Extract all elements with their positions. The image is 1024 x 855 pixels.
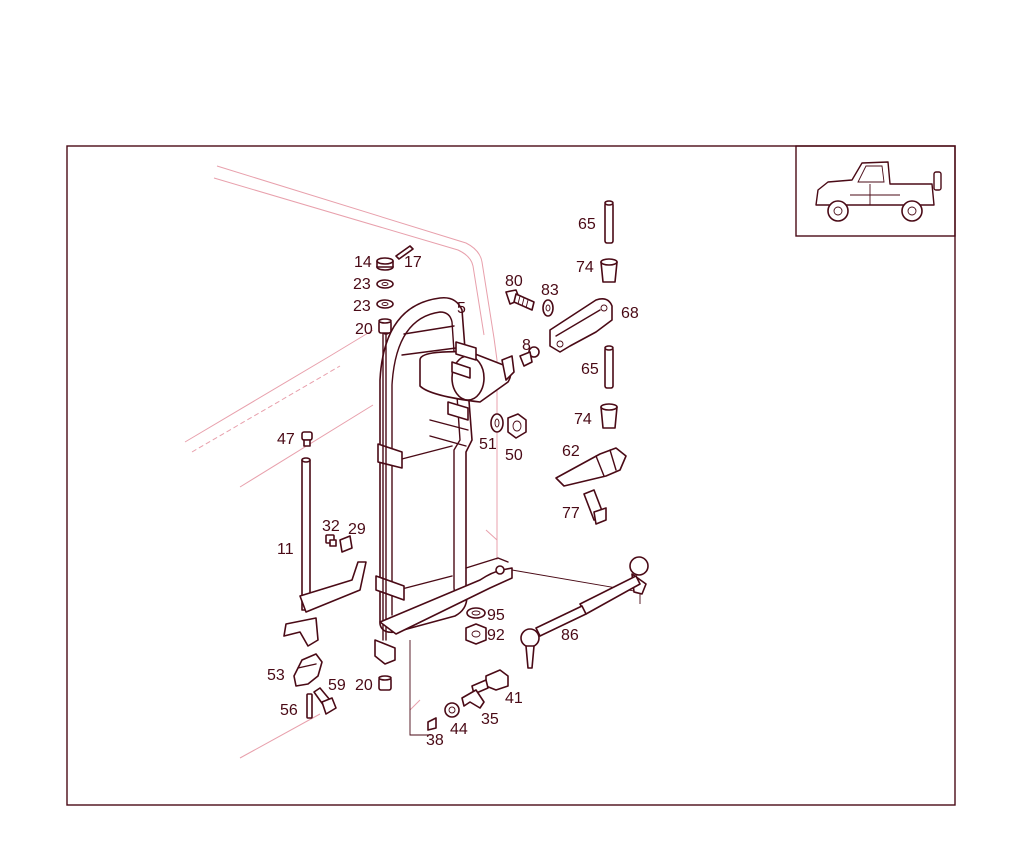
- part-47-bolt-icon: [301, 431, 313, 447]
- label-part-83: 83: [541, 282, 559, 299]
- rod-part-11: [283, 457, 367, 647]
- label-part-47: 47: [277, 431, 295, 448]
- part-23b-washer-icon: [376, 299, 394, 309]
- label-part-8: 8: [522, 337, 531, 354]
- label-part-41: 41: [505, 690, 523, 707]
- label-part-17: 17: [404, 254, 422, 271]
- label-part-44: 44: [450, 721, 468, 738]
- part-35-clamp-icon: [461, 689, 485, 709]
- part-65b-pin-icon: [604, 345, 614, 389]
- part-50-nut-icon: [507, 413, 527, 439]
- diagram-frame: [66, 145, 956, 806]
- part-65a-pin-icon: [604, 200, 614, 244]
- label-part-65b: 65: [581, 361, 599, 378]
- part-83-washer-icon: [542, 299, 554, 317]
- label-part-74b: 74: [574, 411, 592, 428]
- label-part-5: 5: [457, 300, 466, 317]
- part-59-bolt-icon: [313, 687, 337, 715]
- part-29-clip-icon: [339, 535, 353, 553]
- label-part-14: 14: [354, 254, 372, 271]
- part-92-nut-icon: [465, 623, 487, 645]
- label-part-50: 50: [505, 447, 523, 464]
- label-part-95: 95: [487, 607, 505, 624]
- spare-wheel-carrier-frame: [374, 296, 641, 736]
- label-part-23b: 23: [353, 298, 371, 315]
- part-62-bracket-icon: [555, 447, 627, 487]
- part-77-bolt-icon: [583, 489, 607, 525]
- label-part-35: 35: [481, 711, 499, 728]
- part-20b-bushing-icon: [378, 675, 392, 691]
- label-part-11: 11: [277, 541, 294, 558]
- label-part-80: 80: [505, 273, 523, 290]
- part-51-washer-icon: [490, 413, 504, 433]
- label-part-68: 68: [621, 305, 639, 322]
- label-part-32: 32: [322, 518, 340, 535]
- label-part-38: 38: [426, 732, 444, 749]
- part-23a-washer-icon: [376, 279, 394, 289]
- label-part-62: 62: [562, 443, 580, 460]
- part-68-bracket-icon: [549, 298, 613, 353]
- part-80-bolt-icon: [505, 289, 535, 311]
- part-38-pin-icon: [427, 717, 437, 731]
- label-part-20b: 20: [355, 677, 373, 694]
- part-20a-bushing-icon: [378, 318, 392, 334]
- label-part-53: 53: [267, 667, 285, 684]
- label-part-51: 51: [479, 436, 497, 453]
- part-53-latch-icon: [293, 653, 323, 687]
- part-8-ball-stud-icon: [519, 346, 540, 367]
- part-17-pin-icon: [395, 245, 414, 260]
- label-part-56: 56: [280, 702, 298, 719]
- part-95-spring-washer-icon: [466, 607, 486, 619]
- label-part-74a: 74: [576, 259, 594, 276]
- label-part-59: 59: [328, 677, 346, 694]
- label-part-92: 92: [487, 627, 505, 644]
- part-14-bushing-icon: [376, 257, 394, 271]
- label-part-86: 86: [561, 627, 579, 644]
- label-part-20a: 20: [355, 321, 373, 338]
- label-part-29: 29: [348, 521, 366, 538]
- part-41-bolt-icon: [471, 669, 509, 695]
- part-44-washer-icon: [444, 702, 460, 718]
- part-56-pin-icon: [306, 693, 313, 719]
- part-32-nut-icon: [325, 534, 337, 547]
- label-part-23a: 23: [353, 276, 371, 293]
- part-86-gas-strut-icon: [520, 556, 649, 669]
- vehicle-thumbnail-icon: [795, 145, 956, 237]
- label-part-65a: 65: [578, 216, 596, 233]
- label-part-77: 77: [562, 505, 580, 522]
- body-outline: [184, 165, 498, 759]
- part-74a-bushing-icon: [600, 258, 618, 283]
- part-74b-bushing-icon: [600, 403, 618, 429]
